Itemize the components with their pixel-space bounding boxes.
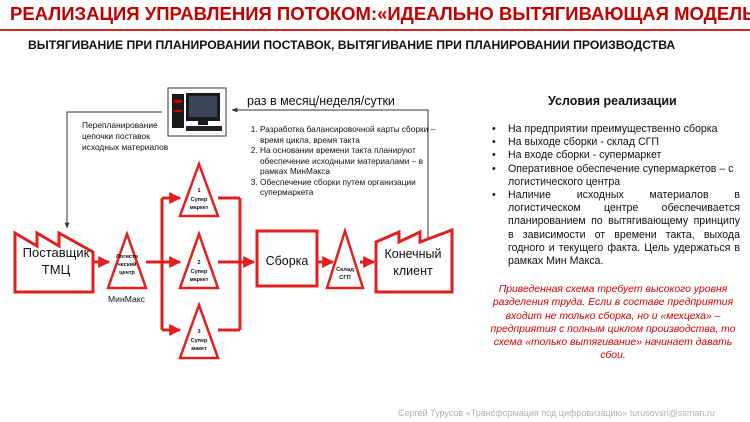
planning-steps-list: Разработка балансировочной карты сборки …	[228, 124, 450, 198]
minmax-label: МинМакс	[108, 294, 145, 304]
condition-item: Наличие исходных материалов в логистичес…	[492, 189, 740, 268]
svg-text:Супер: Супер	[191, 338, 208, 344]
svg-text:макет: макет	[191, 346, 207, 352]
supermarket-2: 2 Супер маркет	[178, 230, 220, 290]
planning-step: На основании времени такта планируют обе…	[260, 145, 450, 177]
planning-frequency-label: раз в месяц/неделя/сутки	[247, 94, 395, 108]
planning-step: Разработка балансировочной карты сборки …	[260, 124, 450, 145]
svg-text:ческий: ческий	[118, 261, 137, 268]
condition-item: Оперативное обеспечение супермаркетов – …	[492, 163, 740, 189]
supplier-factory: Поставщик ТМЦ	[13, 230, 95, 294]
title-divider	[0, 29, 750, 31]
svg-text:Сборка: Сборка	[266, 254, 309, 268]
condition-item: На предприятии преимущественно сборка	[492, 123, 740, 136]
assembly-box: Сборка	[255, 229, 319, 288]
svg-text:маркет: маркет	[190, 277, 209, 283]
replanning-label: Перепланирование цепочки поставок исходн…	[82, 120, 169, 152]
condition-item: На выходе сборки - склад СГП	[492, 136, 740, 149]
svg-text:Конечный: Конечный	[384, 247, 441, 261]
supermarket-3: 3 Супер макет	[178, 301, 220, 360]
svg-text:Склад: Склад	[336, 267, 354, 273]
end-client-factory: Конечный клиент	[374, 227, 454, 294]
svg-text:Логисти: Логисти	[116, 254, 138, 260]
page-title: РЕАЛИЗАЦИЯ УПРАВЛЕНИЯ ПОТОКОМ:«ИДЕАЛЬНО …	[10, 3, 750, 24]
svg-text:Супер: Супер	[191, 269, 208, 275]
svg-text:маркет: маркет	[190, 205, 209, 211]
conditions-list: На предприятии преимущественно сборка На…	[492, 123, 740, 268]
flow-lines	[91, 192, 376, 336]
planning-step: Обеспечение сборки путем организации суп…	[260, 177, 450, 198]
svg-text:клиент: клиент	[393, 264, 433, 278]
svg-text:Супер: Супер	[191, 197, 208, 203]
conditions-title: Условия реализации	[548, 94, 677, 108]
page-subtitle: ВЫТЯГИВАНИЕ ПРИ ПЛАНИРОВАНИИ ПОСТАВОК, В…	[28, 38, 676, 52]
logistics-center: Логисти ческий центр	[106, 230, 148, 290]
finished-goods-warehouse: Склад СГП	[325, 226, 365, 290]
supplier-label-2: ТМЦ	[42, 262, 71, 277]
author-footer: Сергей Турусов «Трансформация под цифров…	[398, 408, 715, 418]
svg-text:2: 2	[197, 260, 200, 266]
svg-text:1: 1	[197, 188, 200, 194]
svg-text:СГП: СГП	[339, 275, 351, 281]
supermarket-1: 1 Супер маркет	[178, 160, 220, 218]
svg-text:центр: центр	[119, 270, 135, 276]
computer-icon	[167, 87, 227, 137]
supplier-label-1: Поставщик	[23, 245, 90, 260]
feedback-loop	[64, 107, 429, 241]
condition-item: На входе сборки - супермаркет	[492, 149, 740, 162]
svg-text:3: 3	[197, 329, 200, 335]
warning-note: Приведенная схема требует высокого уровн…	[490, 284, 736, 362]
